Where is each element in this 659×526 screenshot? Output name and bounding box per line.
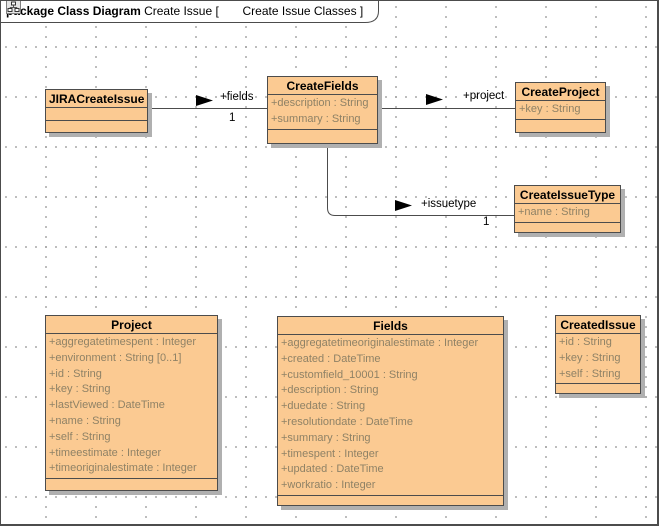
attribute-item: +aggregatetimespent : Integer [49, 336, 197, 348]
operations-compartment [46, 478, 217, 490]
package-name: Create Issue [144, 4, 213, 18]
diagram-title-tab: package Class Diagram Create Issue [ Cre… [1, 1, 380, 24]
bracket-close: ] [359, 4, 364, 18]
class-jiracreateissue[interactable]: JIRACreateIssue [45, 89, 148, 133]
attributes-compartment: +name : String [515, 203, 620, 222]
diagram-name: Create Issue Classes [242, 4, 357, 18]
class-name: CreateProject [521, 85, 600, 99]
class-name: CreateIssueType [519, 188, 616, 202]
attribute-item: +workratio : Integer [281, 479, 376, 492]
class-createissuetype[interactable]: CreateIssueType +name : String [514, 185, 621, 233]
association-issuetype-line[interactable] [327, 146, 516, 216]
attribute-item: +key : String [559, 351, 621, 364]
role-label-issuetype[interactable]: +issuetype [421, 198, 477, 210]
class-name: CreateFields [286, 79, 359, 93]
frame-kind-label: package Class Diagram [6, 4, 141, 18]
attribute-item: +name : String [49, 414, 121, 427]
attributes-compartment: +description : String +summary : String [268, 94, 377, 129]
attribute-item: +duedate : String [281, 400, 366, 413]
operations-compartment [46, 120, 147, 132]
attribute-item: +updated : DateTime [281, 463, 384, 476]
attribute-item: +key : String [519, 103, 581, 115]
attributes-compartment: +id : String +key : String +self : String [556, 333, 640, 383]
attribute-item: +key : String [49, 383, 111, 396]
class-project[interactable]: Project +aggregatetimespent : Integer +en… [45, 315, 218, 492]
navigation-arrow-icon [426, 94, 443, 105]
class-fields[interactable]: Fields +aggregatetimeoriginalestimate : … [277, 316, 504, 506]
attributes-compartment: +key : String [516, 100, 605, 119]
multiplicity-fields[interactable]: 1 [229, 112, 236, 124]
attributes-compartment: +aggregatetimeoriginalestimate : Integer… [278, 334, 503, 495]
class-createproject[interactable]: CreateProject +key : String [515, 82, 606, 133]
attribute-item: +self : String [49, 430, 111, 443]
attribute-item: +timespent : Integer [281, 447, 379, 460]
attribute-item: +timeoriginalestimate : Integer [49, 462, 197, 475]
class-name: Fields [373, 319, 408, 333]
multiplicity-issuetype[interactable]: 1 [483, 216, 490, 228]
class-diagram-icon [6, 1, 238, 18]
operations-compartment [278, 494, 503, 505]
attribute-item: +self : String [559, 367, 621, 380]
attribute-item: +created : DateTime [281, 352, 381, 365]
attribute-item: +description : String [271, 97, 369, 109]
navigation-arrow-icon [395, 200, 412, 211]
attribute-item: +name : String [518, 206, 590, 218]
diagram-title: package Class Diagram Create Issue [ Cre… [6, 1, 364, 23]
attribute-item: +lastViewed : DateTime [49, 399, 165, 412]
class-createdissue[interactable]: CreatedIssue +id : String +key : String +s… [555, 315, 641, 395]
attribute-item: +aggregatetimeoriginalestimate : Integer [281, 337, 479, 349]
operations-compartment [515, 221, 620, 232]
attributes-compartment [46, 107, 147, 120]
operations-compartment [516, 118, 605, 132]
attribute-item: +customfield_10001 : String [281, 368, 418, 381]
operations-compartment [556, 383, 640, 393]
attribute-item: +resolutiondate : DateTime [281, 415, 413, 428]
tab-shape [1, 1, 379, 23]
class-name: CreatedIssue [560, 318, 636, 332]
operations-compartment [268, 128, 377, 143]
role-label-fields[interactable]: +fields [220, 91, 254, 103]
attribute-item: +summary : String [271, 112, 361, 125]
attributes-compartment: +aggregatetimespent : Integer +environmen… [46, 333, 217, 478]
class-name: Project [111, 318, 152, 332]
attribute-item: +summary : String [281, 431, 371, 444]
attribute-item: +id : String [49, 367, 102, 380]
attribute-item: +description : String [281, 384, 379, 397]
navigation-arrow-icon [196, 95, 213, 106]
attribute-item: +environment : String [0..1] [49, 351, 182, 364]
bracket-open: [ [215, 4, 219, 18]
class-name: JIRACreateIssue [49, 92, 145, 106]
role-label-project[interactable]: +project [463, 90, 505, 102]
attribute-item: +timeestimate : Integer [49, 446, 162, 459]
class-createfields[interactable]: CreateFields +description : String +summa… [267, 76, 378, 144]
attribute-item: +id : String [559, 336, 612, 348]
